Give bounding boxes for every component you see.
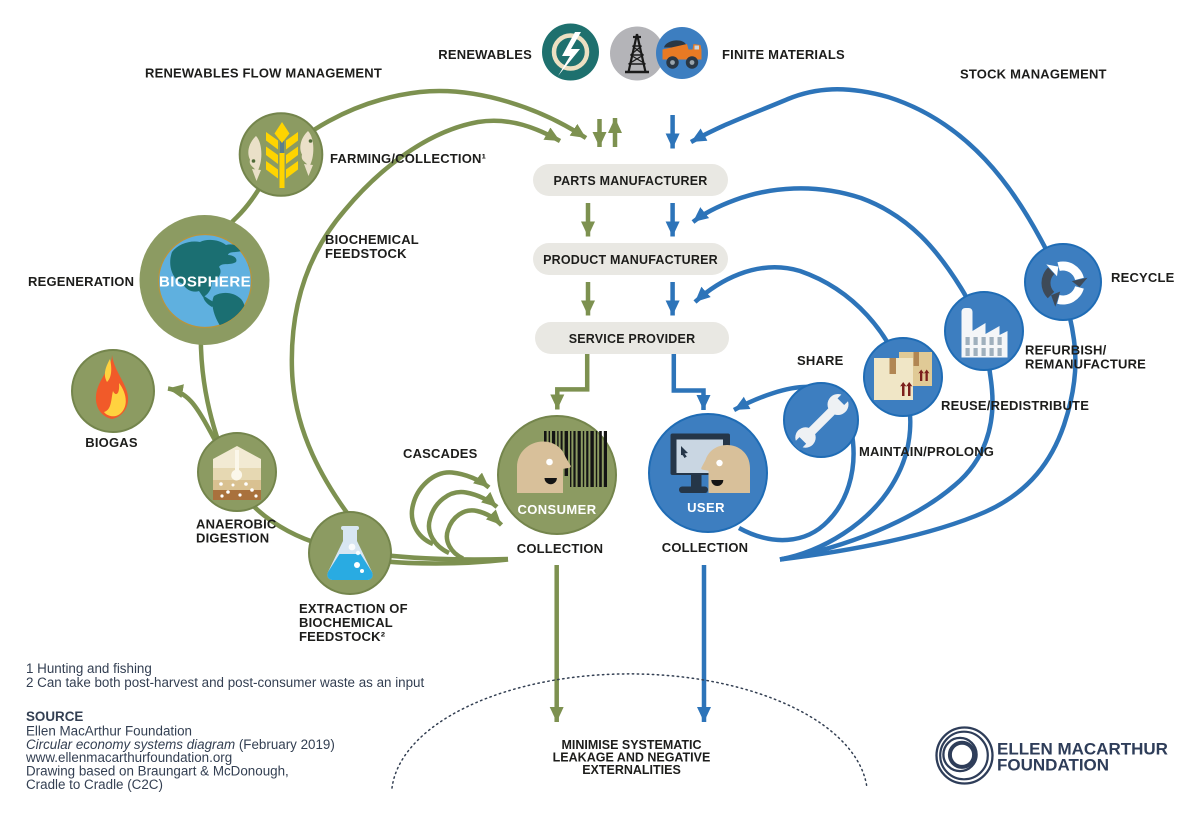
svg-text:USER: USER xyxy=(687,500,725,515)
svg-text:RENEWABLES: RENEWABLES xyxy=(438,47,532,62)
svg-text:PARTS MANUFACTURER: PARTS MANUFACTURER xyxy=(553,174,707,188)
svg-text:BIOSPHERE: BIOSPHERE xyxy=(159,274,251,291)
svg-text:BIOCHEMICAL: BIOCHEMICAL xyxy=(325,232,419,247)
svg-text:PRODUCT MANUFACTURER: PRODUCT MANUFACTURER xyxy=(543,253,718,267)
svg-text:Drawing based on Braungart & M: Drawing based on Braungart & McDonough, xyxy=(26,764,289,779)
svg-text:LEAKAGE AND NEGATIVE: LEAKAGE AND NEGATIVE xyxy=(553,751,711,765)
svg-text:Ellen MacArthur Foundation: Ellen MacArthur Foundation xyxy=(26,724,192,739)
svg-text:RENEWABLES FLOW MANAGEMENT: RENEWABLES FLOW MANAGEMENT xyxy=(145,66,382,81)
svg-text:CASCADES: CASCADES xyxy=(403,446,478,461)
svg-text:SERVICE PROVIDER: SERVICE PROVIDER xyxy=(569,332,696,346)
svg-text:ANAEROBIC: ANAEROBIC xyxy=(196,517,277,532)
svg-text:EXTRACTION OF: EXTRACTION OF xyxy=(299,601,408,616)
svg-text:www.ellenmacarthurfoundation.o: www.ellenmacarthurfoundation.org xyxy=(25,750,232,765)
svg-text:2 Can take both post-harvest a: 2 Can take both post-harvest and post-co… xyxy=(26,675,425,690)
svg-text:SOURCE: SOURCE xyxy=(26,709,83,724)
svg-text:BIOGAS: BIOGAS xyxy=(85,435,138,450)
svg-text:MAINTAIN/PROLONG: MAINTAIN/PROLONG xyxy=(859,444,994,459)
svg-text:FEEDSTOCK: FEEDSTOCK xyxy=(325,246,407,261)
svg-text:FARMING/COLLECTION¹: FARMING/COLLECTION¹ xyxy=(330,151,486,166)
svg-text:STOCK MANAGEMENT: STOCK MANAGEMENT xyxy=(960,67,1107,82)
svg-text:FEEDSTOCK²: FEEDSTOCK² xyxy=(299,629,386,644)
svg-text:SHARE: SHARE xyxy=(797,353,844,368)
svg-text:RECYCLE: RECYCLE xyxy=(1111,270,1175,285)
svg-text:REFURBISH/: REFURBISH/ xyxy=(1025,343,1107,358)
svg-text:CONSUMER: CONSUMER xyxy=(517,502,596,517)
svg-text:FOUNDATION: FOUNDATION xyxy=(997,756,1109,775)
svg-text:COLLECTION: COLLECTION xyxy=(662,540,749,555)
svg-text:COLLECTION: COLLECTION xyxy=(517,541,604,556)
svg-text:FINITE MATERIALS: FINITE MATERIALS xyxy=(722,47,845,62)
svg-text:1 Hunting and fishing: 1 Hunting and fishing xyxy=(26,661,152,676)
svg-text:Circular economy systems diagr: Circular economy systems diagram (Februa… xyxy=(26,737,335,752)
svg-text:REMANUFACTURE: REMANUFACTURE xyxy=(1025,357,1146,372)
svg-text:MINIMISE SYSTEMATIC: MINIMISE SYSTEMATIC xyxy=(561,738,701,752)
svg-text:Cradle to Cradle (C2C): Cradle to Cradle (C2C) xyxy=(26,777,163,792)
svg-text:REUSE/REDISTRIBUTE: REUSE/REDISTRIBUTE xyxy=(941,398,1089,413)
svg-text:DIGESTION: DIGESTION xyxy=(196,531,269,546)
svg-text:ELLEN MACARTHUR: ELLEN MACARTHUR xyxy=(997,740,1168,759)
svg-text:BIOCHEMICAL: BIOCHEMICAL xyxy=(299,615,393,630)
svg-text:EXTERNALITIES: EXTERNALITIES xyxy=(582,763,681,777)
svg-text:REGENERATION: REGENERATION xyxy=(28,274,134,289)
